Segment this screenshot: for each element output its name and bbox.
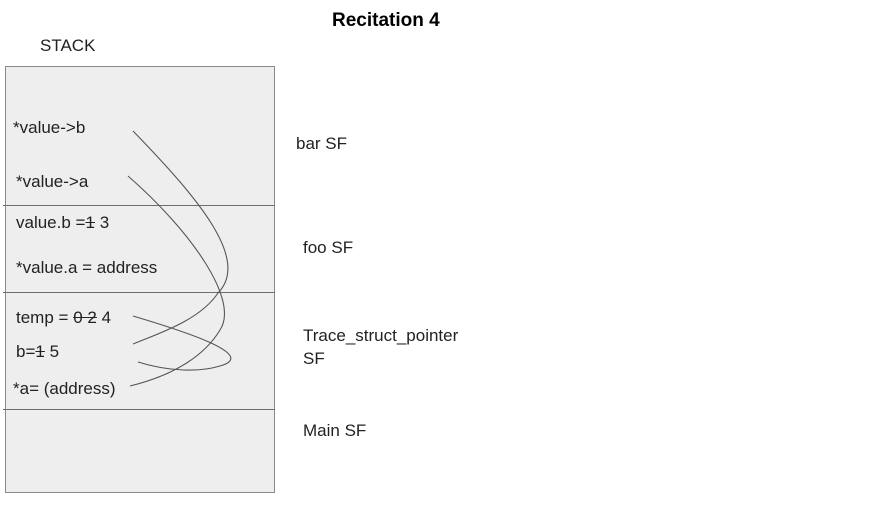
bar-frame-label: bar SF	[296, 134, 348, 153]
current-value: 5	[49, 342, 60, 361]
pointer-arrow-value-a	[127, 175, 225, 387]
variable-name: b=	[16, 342, 36, 361]
trace-main-divider	[3, 409, 275, 410]
current-value: 3	[99, 213, 110, 232]
trace-frame-label: Trace_struct_pointer SF	[303, 326, 459, 368]
foo-row-value-b: value.b =1 3	[16, 213, 109, 233]
main-frame-label: Main SF	[303, 421, 367, 440]
pointer-arrow-temp	[132, 315, 232, 371]
pointer-arrow-value-b	[132, 130, 229, 345]
stack-label: STACK	[40, 36, 96, 55]
variable-name: value.b =	[16, 213, 86, 232]
struck-value: 1	[85, 213, 95, 232]
foo-frame-label: foo SF	[303, 238, 354, 257]
trace-row-temp: temp = 0 2 4	[16, 308, 111, 328]
bar-foo-divider	[3, 205, 275, 206]
struck-value: 0 2	[73, 308, 97, 327]
stack-box	[5, 66, 275, 493]
variable-name: temp =	[16, 308, 69, 327]
foo-trace-divider	[3, 292, 275, 293]
diagram-title: Recitation 4	[332, 10, 440, 31]
foo-row-value-a: *value.a = address	[16, 258, 158, 277]
struck-value: 1	[35, 342, 45, 361]
bar-row-value-a: *value->a	[16, 172, 89, 191]
trace-row-a: *a= (address)	[13, 379, 116, 398]
bar-row-value-b: *value->b	[13, 118, 86, 137]
current-value: 4	[101, 308, 112, 327]
trace-row-b: b=1 5	[16, 342, 59, 362]
